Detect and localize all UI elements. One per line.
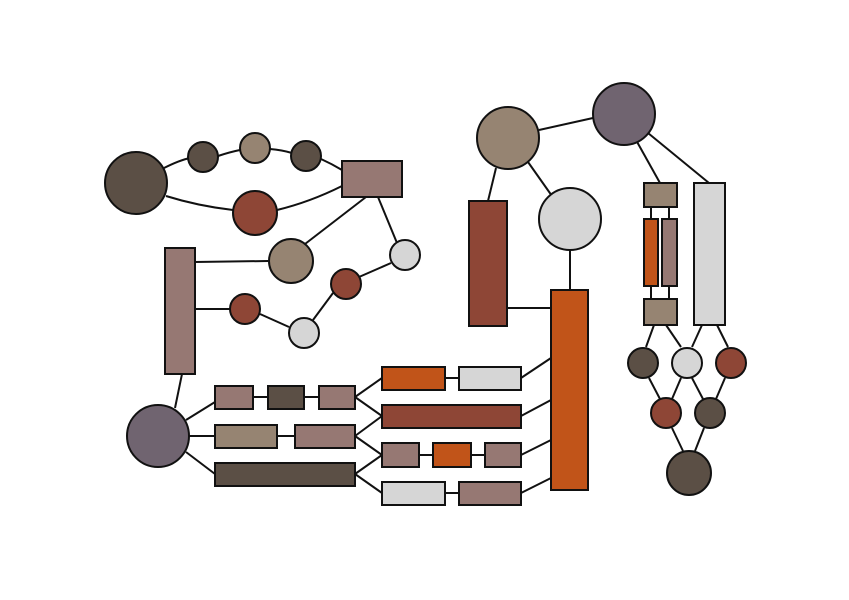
node-circle [288,317,320,349]
node-box [267,385,305,410]
node-box [550,289,589,491]
node-box [214,424,278,449]
edge [194,260,269,263]
edge [377,196,398,244]
edge [527,161,553,197]
node-circle [330,268,362,300]
node-box [643,298,678,326]
node-box [318,385,356,410]
edge [358,262,392,278]
edge [520,357,552,379]
node-box [381,404,522,429]
edge [694,427,705,452]
edge [671,427,684,452]
edge [716,324,729,348]
node-box [381,481,446,506]
node-box [214,385,254,410]
node-circle [232,190,278,236]
edge [538,117,594,131]
edge [276,185,343,211]
edge [520,439,552,456]
node-box [458,366,522,391]
node-box [381,366,446,391]
node-box [468,200,508,327]
edge [354,473,383,494]
node-circle [187,141,219,173]
edge [715,377,726,400]
node-box [643,218,659,287]
edge [354,396,383,417]
node-circle [538,187,602,251]
node-circle [389,239,421,271]
node-box [164,247,196,375]
edge [312,292,334,321]
node-box [432,442,472,468]
node-circle [239,132,271,164]
node-circle [627,347,659,379]
edge [648,377,661,400]
node-box [341,160,403,198]
edge [217,149,241,157]
node-box [643,182,678,208]
edge [320,158,343,171]
node-box [381,442,420,468]
node-circle [671,347,703,379]
edge [354,415,383,437]
edge [354,435,383,456]
edge [671,377,682,400]
edge [354,454,383,475]
node-circle [126,404,190,468]
edge [304,196,367,245]
node-circle [290,140,322,172]
edge [691,324,703,348]
edge [645,324,655,348]
node-box [458,481,522,506]
edges [163,117,729,494]
node-circle [592,82,656,146]
node-circle [694,397,726,429]
edge [520,399,552,417]
node-circle [229,293,261,325]
edge [269,148,293,154]
node-box [214,462,356,487]
edge [635,139,661,184]
node-box [661,218,678,287]
node-circle [650,397,682,429]
node-box [294,424,356,449]
node-circle [268,238,314,284]
edge [691,377,704,400]
edge [354,377,383,398]
node-box [484,442,522,468]
edge [487,167,497,202]
node-circle [715,347,747,379]
edge [647,132,710,184]
node-circle [666,450,712,496]
edge [165,195,234,211]
edge [665,324,682,348]
edge [259,313,290,328]
edge [163,157,191,169]
node-box [693,182,726,326]
nodes [104,82,747,506]
node-circle [476,106,540,170]
edge [520,477,552,494]
edge [174,373,183,409]
edge [185,451,216,475]
edge [185,401,216,421]
node-circle [104,151,168,215]
